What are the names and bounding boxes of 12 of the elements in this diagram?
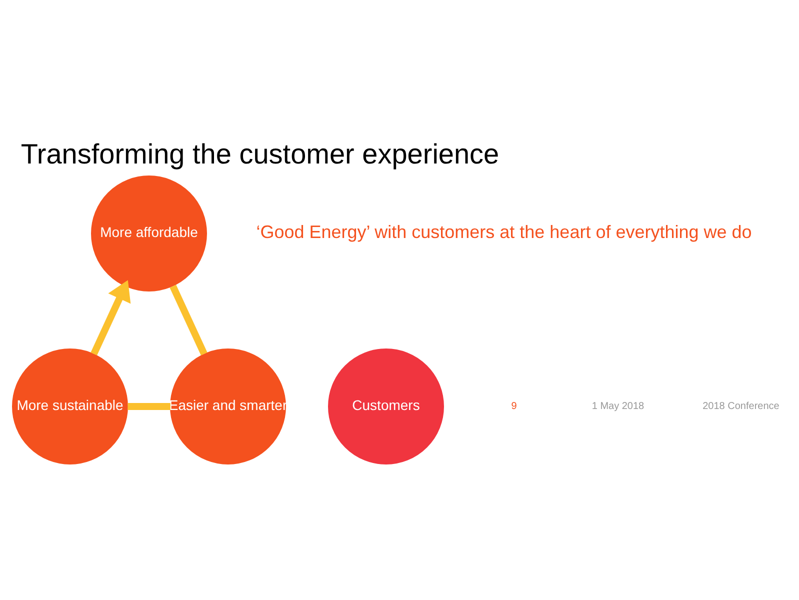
label: 9 — [511, 400, 517, 412]
label: ‘Good Energy’ with customers at the heart of everything we do — [256, 221, 752, 242]
label: 2018 Conference — [702, 400, 780, 412]
label: 1 May 2018 — [592, 400, 644, 412]
node-circle: More sustainable — [12, 348, 128, 464]
connector — [170, 284, 208, 355]
connector — [128, 402, 170, 410]
node-circle: Easier and smarter — [170, 348, 286, 464]
node-circle: Customers — [328, 348, 444, 464]
arrow — [90, 280, 131, 355]
node-circle: More affordable — [91, 175, 207, 291]
diagram-title: Transforming the customer experience — [20, 138, 500, 169]
